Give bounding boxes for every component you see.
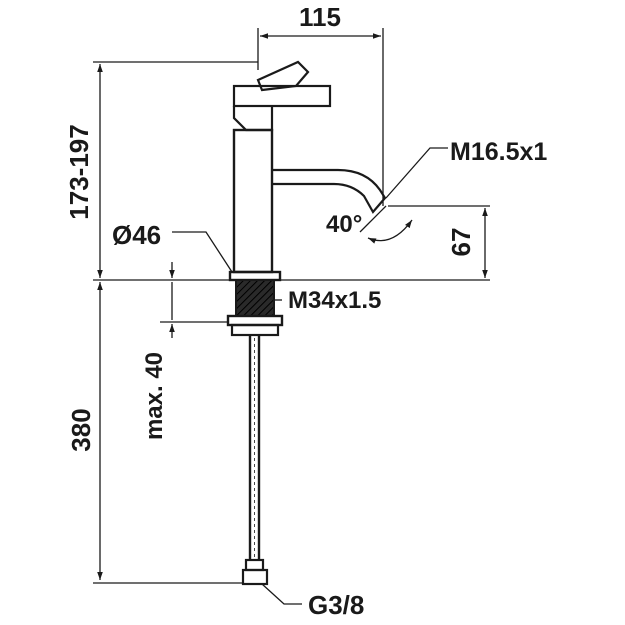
spout [272, 168, 387, 214]
faucet-body [226, 60, 387, 586]
mounting-shank [235, 279, 275, 317]
angle-indicator [359, 205, 413, 244]
hose-length-label: 380 [66, 408, 96, 451]
spout-angle-label: 40° [326, 211, 362, 238]
handle-cap [232, 84, 332, 108]
lever-handle [256, 60, 310, 92]
base-diameter-label: Ø46 [112, 220, 161, 250]
base-flange [228, 270, 282, 282]
outlet-thread-label: M16.5x1 [450, 138, 547, 166]
outlet-height-label: 67 [446, 228, 476, 257]
height-range-label: 173-197 [64, 124, 94, 219]
diameter-leader [172, 231, 233, 273]
reach-dimension-lines [257, 28, 384, 206]
hose-connection-label: G3/8 [308, 590, 364, 620]
deck-thickness-lines [160, 262, 228, 338]
height-dimension-lines [93, 61, 258, 584]
max-deck-thickness-label: max. 40 [141, 352, 168, 440]
outlet-thread-leader [385, 147, 448, 199]
mounting-nut [226, 314, 284, 327]
spout-reach-label: 115 [299, 2, 341, 32]
hose-fitting [244, 558, 265, 572]
outlet-height-lines [388, 205, 490, 278]
hose-connection-leader [261, 583, 302, 605]
faucet-column [232, 128, 274, 274]
mount-thread-label: M34x1.5 [288, 287, 381, 314]
